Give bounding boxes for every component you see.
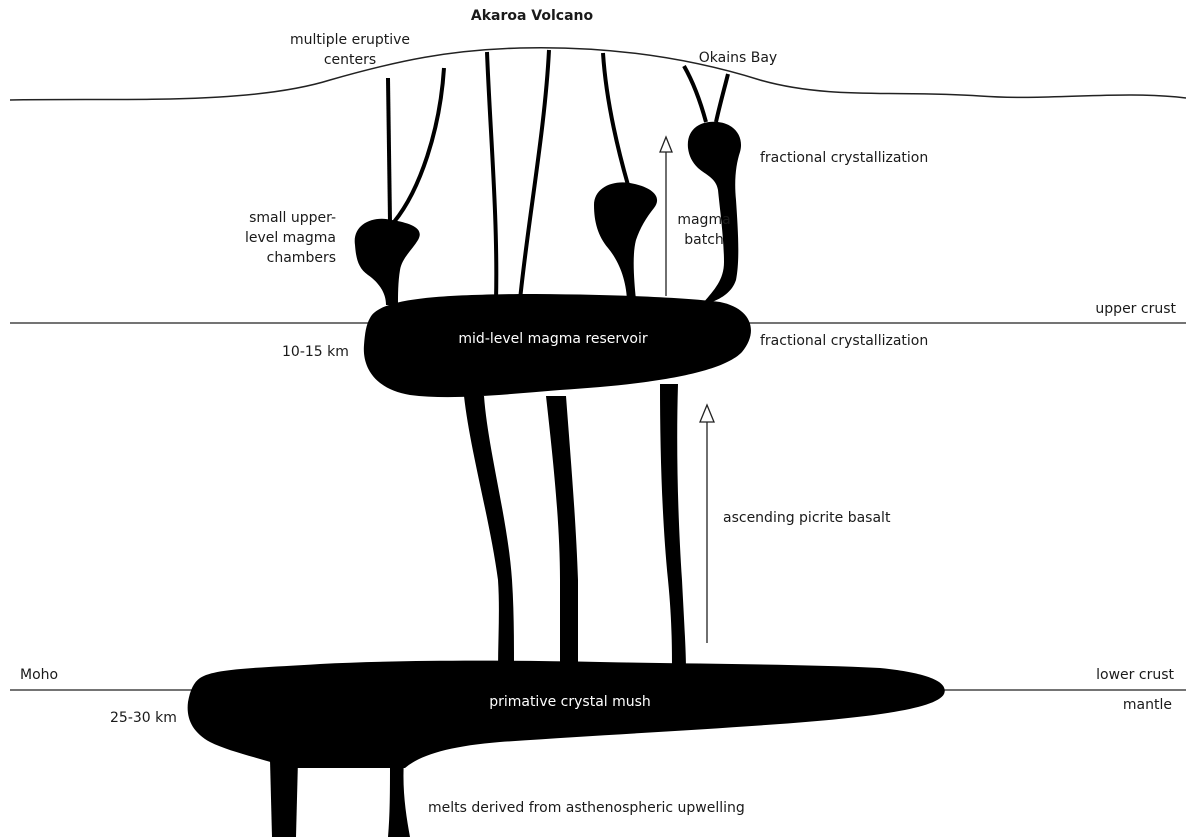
label-depth-25-30: 25-30 km [110, 710, 177, 727]
ground-surface-line [10, 48, 1186, 100]
crystal-mush-body [188, 661, 945, 768]
conduit-center-1 [487, 52, 496, 300]
magma-batch-arrowhead-icon [660, 137, 672, 152]
lower-conduit-1 [464, 396, 514, 670]
mantle-feeder-right [388, 760, 410, 837]
label-fractional-crystallization-upper: fractional crystallization [760, 150, 928, 167]
okains-conduit-left [684, 66, 706, 122]
label-eruptive-centers-2: centers [324, 52, 376, 69]
label-okains-bay: Okains Bay [699, 50, 777, 67]
label-small-chambers-1: small upper- [236, 210, 336, 227]
label-small-chambers-2: level magma [236, 230, 336, 247]
label-ascending-basalt: ascending picrite basalt [723, 510, 890, 527]
label-magma-batch-1: magma [677, 212, 730, 229]
label-small-chambers-3: chambers [236, 250, 336, 267]
diagram-title: Akaroa Volcano [471, 8, 593, 25]
mantle-feeder-left [270, 760, 298, 837]
center-right-chamber [594, 182, 657, 300]
okains-conduit-right [716, 74, 728, 122]
label-upper-crust: upper crust [1046, 301, 1176, 318]
label-moho: Moho [20, 667, 58, 684]
label-depth-10-15: 10-15 km [282, 344, 349, 361]
label-magma-batch-2: batch [684, 232, 724, 249]
ascending-arrowhead-icon [700, 405, 714, 422]
conduit-left-1 [388, 78, 390, 222]
conduit-to-right-chamber [603, 53, 628, 185]
left-upper-chamber [355, 219, 420, 305]
label-crystal-mush: primative crystal mush [489, 694, 651, 711]
label-asthenospheric-melts: melts derived from asthenospheric upwell… [428, 800, 745, 817]
conduit-left-2 [394, 68, 444, 222]
label-fractional-crystallization-mid: fractional crystallization [760, 333, 928, 350]
lower-conduit-2 [546, 396, 578, 670]
label-eruptive-centers-1: multiple eruptive [290, 32, 410, 49]
label-mid-reservoir: mid-level magma reservoir [458, 331, 647, 348]
label-mantle: mantle [1046, 697, 1172, 714]
lower-conduit-3 [660, 384, 686, 670]
label-lower-crust: lower crust [1046, 667, 1174, 684]
conduit-center-2 [520, 50, 549, 300]
